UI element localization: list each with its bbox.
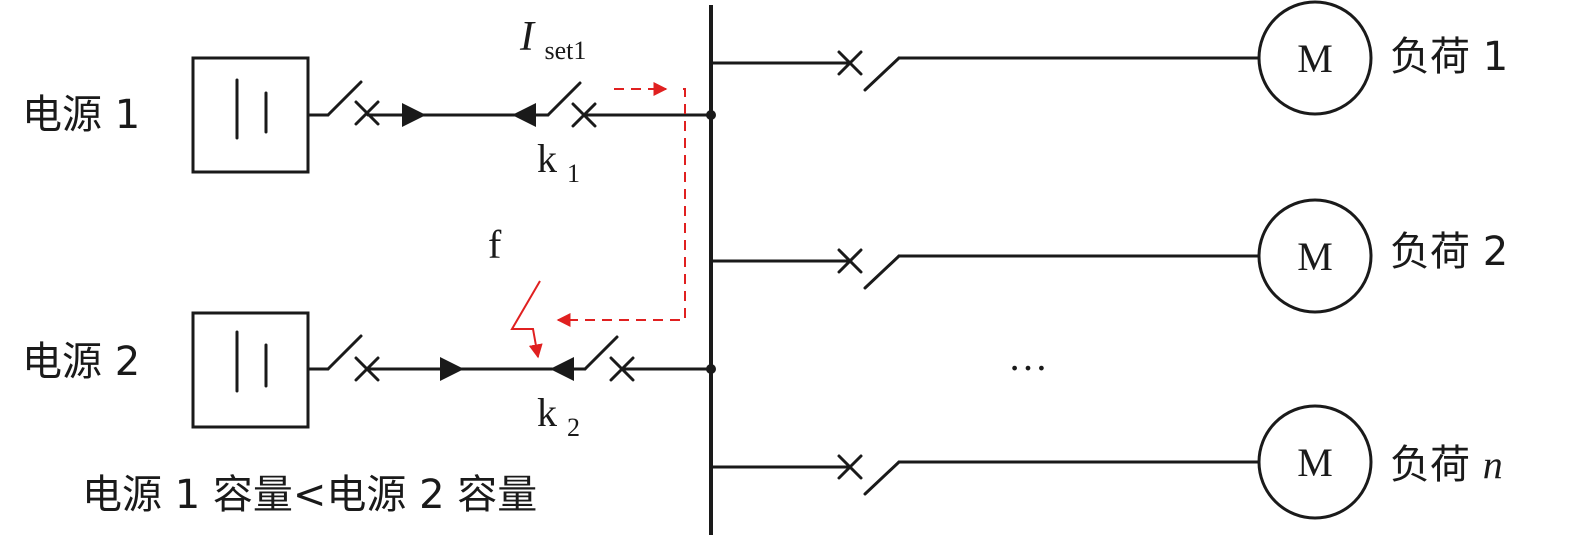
- setting-current-label: I set1: [519, 14, 586, 65]
- ellipsis: …: [1008, 334, 1048, 379]
- load-n-label: 负荷 n: [1390, 442, 1503, 488]
- load-2-feeder: [709, 248, 1260, 290]
- load-n-feeder: [709, 454, 1260, 496]
- source-1-line: [306, 80, 716, 128]
- fault-lightning-icon: [510, 280, 543, 359]
- source-2-battery-box: [191, 311, 310, 429]
- motor-2-label: M: [1297, 234, 1333, 279]
- motor-1-icon: [1257, 0, 1373, 116]
- fault-current-path: [556, 88, 686, 327]
- load-1-feeder: [709, 50, 1260, 92]
- motor-1-label: M: [1297, 36, 1333, 81]
- motor-n-label: M: [1297, 440, 1333, 485]
- source-1-label: 电源 1: [22, 92, 140, 138]
- motor-n-icon: [1257, 404, 1373, 520]
- capacity-caption: 电源 1 容量<电源 2 容量: [82, 472, 537, 518]
- motor-2-icon: [1257, 198, 1373, 314]
- source-1-battery-box: [191, 56, 310, 174]
- source-2-label: 电源 2: [22, 339, 140, 385]
- source-2-line: [306, 334, 716, 382]
- breaker-k1-label: k 1: [537, 136, 580, 188]
- breaker-k2-label: k 2: [537, 390, 580, 442]
- load-1-label: 负荷 1: [1390, 34, 1508, 80]
- load-2-label: 负荷 2: [1390, 229, 1508, 275]
- fault-label: f: [488, 222, 502, 267]
